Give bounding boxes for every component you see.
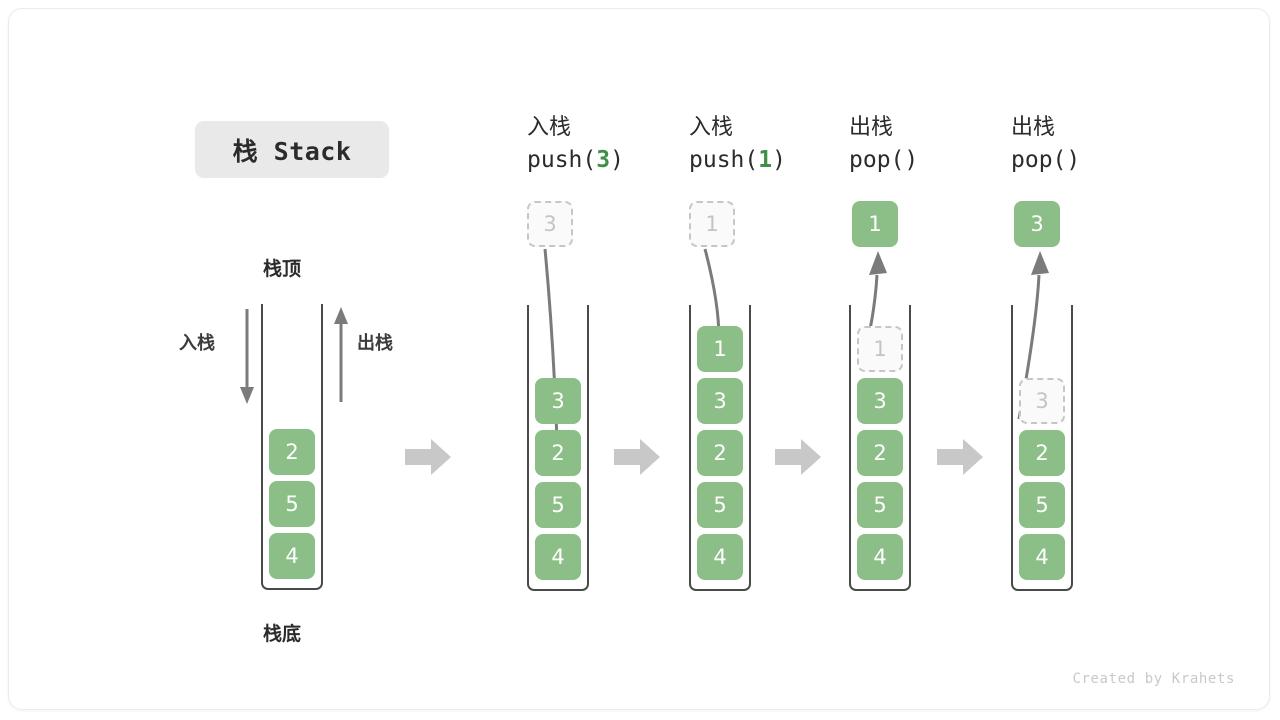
column-pop-1: 出栈 pop() 1 1 3 2 5 4	[849, 113, 918, 591]
stack-cell: 4	[535, 534, 581, 580]
floating-cell-push-3: 3	[527, 201, 573, 247]
stack-cell-value: 2	[285, 440, 299, 464]
column-op-label: 入栈	[527, 115, 572, 140]
stack-cell-value: 4	[713, 545, 727, 569]
stack-cell-value: 5	[1035, 493, 1049, 517]
code-suffix: )	[772, 147, 786, 173]
stack-cell-value: 2	[713, 441, 727, 465]
column-code-label: pop()	[849, 143, 918, 177]
stack-cell-value: 3	[873, 389, 887, 413]
stack-cell: 2	[697, 430, 743, 476]
stack-cell: 5	[697, 482, 743, 528]
column-op-label: 出栈	[1011, 115, 1056, 140]
stack-cell-value: 5	[551, 493, 565, 517]
floating-cell-pop-3: 3	[1014, 201, 1060, 247]
stack-cell: 5	[269, 481, 315, 527]
stack-cell: 2	[857, 430, 903, 476]
column-header-push-3: 入栈 push(3)	[527, 113, 624, 177]
column-pop-3: 出栈 pop() 3 3 2 5 4	[1011, 113, 1080, 591]
stack-cell-value: 5	[713, 493, 727, 517]
stack-box-pop-3: 3 2 5 4	[1011, 305, 1073, 591]
stack-cell-value: 3	[1035, 389, 1049, 413]
footer-credit: Created by Krahets	[1072, 671, 1235, 687]
separator-arrow-3	[775, 437, 821, 477]
stack-box-push-1: 1 3 2 5 4	[689, 305, 751, 591]
column-op-label: 出栈	[849, 115, 894, 140]
stack-cell-value: 4	[1035, 545, 1049, 569]
stack-cell-value: 3	[713, 389, 727, 413]
column-header-pop-1: 出栈 pop()	[849, 113, 918, 177]
column-code-label: push(3)	[527, 143, 624, 177]
separator-arrow-4	[937, 437, 983, 477]
base-stack-box: 2 5 4	[261, 304, 323, 590]
diagram-card: 栈 Stack 栈顶 入栈 出栈 2 5 4 栈底 入栈	[8, 8, 1270, 710]
column-header-pop-3: 出栈 pop()	[1011, 113, 1080, 177]
floating-cell-value: 1	[705, 212, 719, 236]
stack-cell-value: 3	[551, 389, 565, 413]
stack-cell-value: 4	[551, 545, 565, 569]
floating-cell-value: 3	[543, 212, 557, 236]
separator-arrow-1	[405, 437, 451, 477]
code-arg: 1	[758, 147, 773, 173]
stack-cell-value: 4	[285, 544, 299, 568]
column-op-label: 入栈	[689, 115, 734, 140]
stack-cell: 5	[535, 482, 581, 528]
base-push-arrow-icon	[237, 309, 257, 404]
code-suffix: )	[610, 147, 624, 173]
code-prefix: pop(	[849, 147, 905, 173]
base-push-label: 入栈	[179, 333, 215, 354]
stack-cell: 2	[1019, 430, 1065, 476]
stack-cell: 4	[1019, 534, 1065, 580]
column-header-push-1: 入栈 push(1)	[689, 113, 786, 177]
stack-cell-value: 4	[873, 545, 887, 569]
stack-cell: 5	[857, 482, 903, 528]
stack-cell: 3	[535, 378, 581, 424]
stack-cell: 5	[1019, 482, 1065, 528]
stack-cell-value: 1	[873, 337, 887, 361]
stack-cell: 2	[535, 430, 581, 476]
code-prefix: pop(	[1011, 147, 1067, 173]
stack-cell: 4	[857, 534, 903, 580]
stack-cell: 4	[697, 534, 743, 580]
code-arg: 3	[596, 147, 611, 173]
floating-cell-pop-1: 1	[852, 201, 898, 247]
stack-cell-value: 2	[1035, 441, 1049, 465]
stack-cell: 1	[697, 326, 743, 372]
base-pop-arrow-icon	[331, 307, 351, 402]
stack-cell-value: 5	[285, 492, 299, 516]
column-code-label: push(1)	[689, 143, 786, 177]
title-badge-label: 栈 Stack	[232, 136, 352, 166]
stack-box-pop-1: 1 3 2 5 4	[849, 305, 911, 591]
stack-cell: 4	[269, 533, 315, 579]
stack-cell-value: 2	[551, 441, 565, 465]
stack-cell: 3	[697, 378, 743, 424]
stack-cell: 3	[857, 378, 903, 424]
code-prefix: push(	[527, 147, 597, 173]
stack-cell-value: 5	[873, 493, 887, 517]
floating-cell-value: 1	[868, 212, 882, 236]
stack-top-label: 栈顶	[263, 258, 302, 280]
floating-cell-value: 3	[1030, 212, 1044, 236]
floating-cell-push-1: 1	[689, 201, 735, 247]
base-pop-label: 出栈	[357, 333, 393, 354]
stack-bottom-label: 栈底	[263, 623, 302, 645]
code-suffix: )	[1066, 147, 1081, 173]
title-badge: 栈 Stack	[195, 121, 389, 178]
stack-box-push-3: 3 2 5 4	[527, 305, 589, 591]
stack-cell-value: 1	[713, 337, 727, 361]
code-suffix: )	[904, 147, 919, 173]
stack-cell: 2	[269, 429, 315, 475]
stack-cell-value: 2	[873, 441, 887, 465]
code-prefix: push(	[689, 147, 759, 173]
stack-cell: 3	[1019, 378, 1065, 424]
stack-cell: 1	[857, 326, 903, 372]
column-code-label: pop()	[1011, 143, 1080, 177]
separator-arrow-2	[614, 437, 660, 477]
